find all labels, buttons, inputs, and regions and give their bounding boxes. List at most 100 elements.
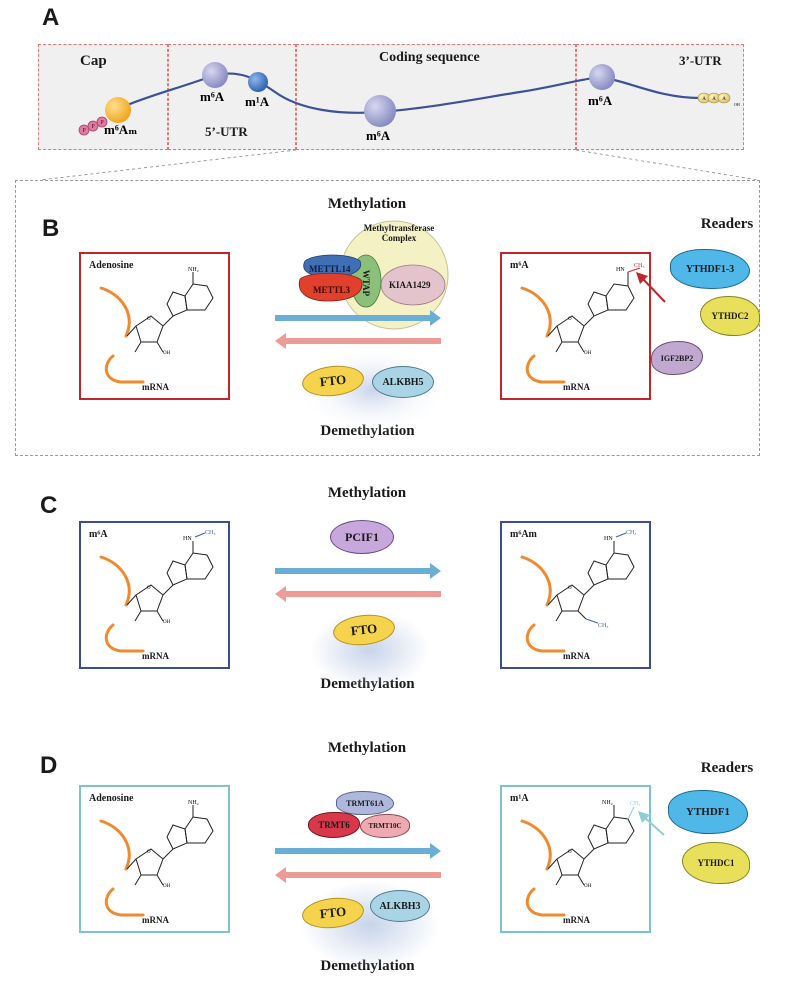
svg-text:OH: OH [584, 884, 592, 889]
m6a-structure-icon: HN CH₃ OH O [99, 530, 215, 653]
mettl14-label: METTL14 [309, 264, 351, 274]
svg-text:O: O [568, 586, 572, 591]
svg-text:OH: OH [163, 351, 171, 356]
svg-text:NH₂: NH₂ [188, 267, 199, 273]
panel-d-methylation-title: Methylation [327, 740, 407, 756]
reader-arrow [636, 272, 666, 303]
forward-arrow [275, 310, 441, 326]
ythdc2-reader: YTHDC2 [700, 296, 760, 336]
svg-text:CH₃: CH₃ [634, 263, 644, 269]
m6a-sphere-utr5 [202, 62, 228, 88]
svg-text:HN: HN [183, 536, 192, 542]
svg-text:P: P [82, 128, 86, 134]
panel-b-m6a-box: m⁶A HN CH₃ OH O mRNA [500, 252, 651, 400]
adenosine-label: Adenosine [89, 793, 134, 804]
adenosine-structure-icon: NH₂ OH O [99, 800, 214, 917]
alkbh5-eraser: ALKBH5 [372, 366, 434, 398]
panel-d-adenosine-box: Adenosine NH₂ OH O mRNA [79, 785, 230, 933]
svg-text:O: O [568, 850, 572, 855]
svg-text:NH₂: NH₂ [602, 800, 613, 806]
svg-text:P: P [91, 124, 95, 130]
methyltransferase-complex-label: Methyltransferase Complex [363, 223, 435, 243]
svg-text:CH₃: CH₃ [626, 530, 636, 536]
m1a-structure-icon: NH₂ CH₃ OH O [520, 800, 640, 917]
wtap-label: WTAP [361, 269, 372, 297]
svg-text:NH₂: NH₂ [188, 800, 199, 806]
svg-text:A: A [702, 97, 706, 102]
mrna-label: mRNA [563, 382, 590, 392]
svg-text:O: O [568, 317, 572, 322]
mrna-label: mRNA [142, 651, 169, 661]
panel-b-letter: B [42, 215, 60, 242]
m6a-label-coding: m⁶A [366, 128, 391, 143]
svg-text:O: O [147, 317, 151, 322]
panel-c-m6am-box: m⁶Am HN CH₃ CH₃ O mRNA [500, 521, 651, 669]
svg-text:OH: OH [734, 102, 740, 107]
panel-d-arrows [275, 843, 441, 883]
m6a-label: m⁶A [510, 260, 529, 271]
svg-text:OH: OH [163, 620, 171, 625]
m6am-structure-icon: HN CH₃ CH₃ O [520, 530, 636, 653]
utr3-segment [576, 44, 744, 150]
m6a-label-utr3: m⁶A [588, 93, 613, 108]
svg-text:HN: HN [616, 267, 625, 273]
svg-text:O: O [147, 850, 151, 855]
reverse-arrow [275, 333, 441, 349]
panel-c-arrows [275, 563, 441, 602]
forward-arrow [275, 563, 441, 579]
svg-text:A: A [722, 97, 726, 102]
panel-d-m1a-box: m¹A NH₂ CH₃ OH O mRNA [500, 785, 651, 933]
mrna-label: mRNA [563, 651, 590, 661]
m6am-sphere [105, 97, 131, 123]
coding-segment [296, 44, 576, 150]
svg-text:CH₃: CH₃ [598, 623, 608, 629]
adenosine-structure-icon: NH₂ OH O [99, 267, 214, 384]
panel-c-methylation-title: Methylation [327, 485, 407, 501]
svg-text:CH₃: CH₃ [205, 530, 215, 536]
svg-text:P: P [100, 120, 104, 126]
m1a-label: m¹A [510, 793, 529, 804]
forward-arrow [275, 843, 441, 859]
utr5-segment [168, 44, 296, 150]
m6am-label: m⁶Am [510, 529, 537, 540]
poly-a-tail-icon: A A A OH [697, 92, 740, 107]
ythdf1-reader: YTHDF1 [668, 790, 748, 834]
ythdc1-reader: YTHDC1 [682, 842, 750, 884]
panel-a-mrna-diagram: P P P A A A OH m⁶Aₘ m⁶A m¹A m⁶A m⁶A [39, 62, 759, 181]
igf2bp2-reader: IGF2BP2 [651, 341, 703, 375]
m6a-sphere-utr3 [589, 64, 615, 90]
trmt6-writer: TRMT6 [308, 812, 360, 838]
reverse-arrow [275, 586, 441, 602]
m1a-label: m¹A [245, 94, 270, 109]
m6a-structure-icon: HN CH₃ OH O [520, 263, 644, 384]
trmt61a-writer: TRMT61A [336, 791, 394, 815]
svg-text:HN: HN [604, 536, 613, 542]
mrna-label: mRNA [563, 915, 590, 925]
ythdf1-3-reader: YTHDF1-3 [670, 249, 750, 289]
m6am-label: m⁶Aₘ [104, 122, 138, 137]
panel-d-readers-title: Readers [700, 760, 754, 776]
svg-text:A: A [712, 97, 716, 102]
panel-b-methylation-title: Methylation [327, 196, 407, 212]
panel-d-letter: D [40, 752, 58, 779]
utr5-label: 5’-UTR [205, 124, 248, 139]
panel-b-arrows [275, 310, 441, 349]
svg-text:O: O [147, 586, 151, 591]
m6a-sphere-coding [364, 95, 396, 127]
adenosine-label: Adenosine [89, 260, 134, 271]
utr3-label: 3’-UTR [679, 53, 722, 68]
trmt10c-writer: TRMT10C [360, 814, 410, 838]
mrna-label: mRNA [142, 915, 169, 925]
panel-b-adenosine-box: Adenosine NH₂ OH O mRNA [79, 252, 230, 400]
kiaa1429-label: KIAA1429 [389, 280, 431, 290]
svg-text:CH₃: CH₃ [630, 801, 640, 807]
reader-arrow [638, 811, 665, 836]
panel-c-m6a-box: m⁶A HN CH₃ OH O mRNA [79, 521, 230, 669]
m6a-label-utr5: m⁶A [200, 89, 225, 104]
svg-text:OH: OH [163, 884, 171, 889]
coding-sequence-label: Coding sequence [379, 50, 480, 65]
m6a-label: m⁶A [89, 529, 108, 540]
alkbh3-eraser: ALKBH3 [370, 890, 430, 922]
panel-a-letter: A [42, 4, 60, 31]
panel-b-readers-title: Readers [700, 216, 754, 232]
